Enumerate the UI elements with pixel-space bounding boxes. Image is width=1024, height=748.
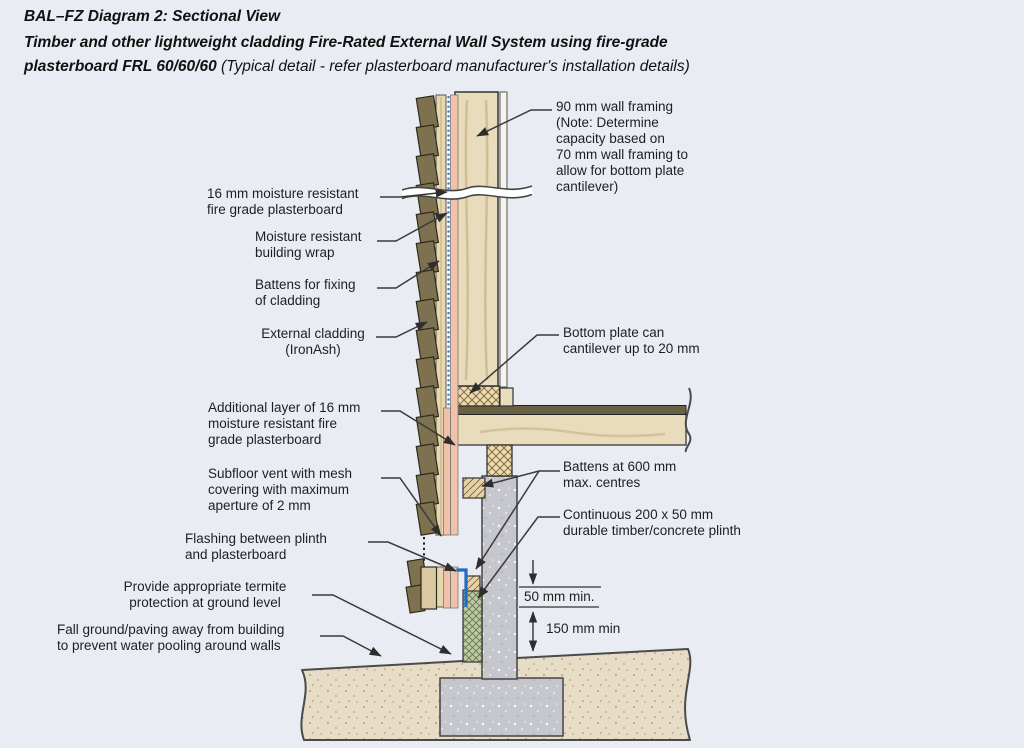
- concrete-stump-shape: [481, 475, 518, 680]
- plasterboard-shape: [443, 94, 459, 609]
- external-cladding-shape: [405, 95, 440, 614]
- page-subtitle-line1: Timber and other lightweight cladding Fi…: [24, 34, 668, 51]
- flashing-shape: [456, 568, 468, 607]
- leader-building-wrap: [377, 212, 448, 242]
- floor-trimmer-shape: [499, 387, 514, 407]
- leader-lines: [312, 109, 560, 657]
- flooring-shape: [455, 405, 687, 415]
- floor-joist-shape: [455, 413, 687, 446]
- label-additional-plasterboard: Additional layer of 16 mm moisture resis…: [208, 400, 361, 447]
- floor-bearer-shape: [486, 444, 513, 477]
- label-battens-fixing: Battens for fixing of cladding: [255, 277, 356, 308]
- batten-upper-shape: [462, 477, 486, 499]
- leader-termite-protection: [312, 594, 452, 655]
- leader-flashing: [368, 541, 457, 572]
- label-termite-protection: Provide appropriate termite protection a…: [123, 579, 287, 610]
- label-dim-50mm: 50 mm min.: [524, 589, 595, 604]
- leader-subfloor-vent: [381, 477, 442, 537]
- label-wall-framing: 90 mm wall framing (Note: Determine capa…: [556, 99, 689, 194]
- leader-additional-plasterboard: [381, 410, 456, 446]
- wall-break-line: [400, 185, 534, 200]
- label-building-wrap: Moisture resistant building wrap: [255, 229, 362, 260]
- internal-lining-shape: [499, 91, 508, 388]
- leader-wall-framing: [476, 109, 552, 137]
- floor-break-line: [684, 387, 692, 453]
- leader-battens-600-b: [475, 470, 540, 570]
- label-external-cladding: External cladding (IronAsh): [261, 326, 365, 357]
- label-plasterboard-16mm: 16 mm moisture resistant fire grade plas…: [207, 186, 359, 217]
- label-fall-ground: Fall ground/paving away from building to…: [57, 622, 285, 653]
- leader-bottom-plate: [469, 334, 559, 394]
- label-bottom-plate: Bottom plate can cantilever up to 20 mm: [563, 325, 700, 356]
- leader-plasterboard-16mm: [380, 188, 448, 198]
- leader-fall-ground: [320, 635, 382, 657]
- page-title: BAL–FZ Diagram 2: Sectional View: [24, 8, 281, 25]
- dimension-lines: [519, 560, 601, 652]
- label-subfloor-vent: Subfloor vent with mesh covering with ma…: [208, 466, 353, 513]
- concrete-footing-shape: [439, 677, 564, 737]
- leader-external-cladding: [376, 321, 428, 338]
- label-flashing: Flashing between plinth and plasterboard: [185, 531, 327, 562]
- leader-plinth: [477, 516, 560, 599]
- page-subtitle-line2: plasterboard FRL 60/60/60 (Typical detai…: [24, 58, 690, 75]
- bottom-plate-shape: [454, 385, 501, 407]
- label-dim-150mm: 150 mm min: [546, 621, 621, 636]
- label-plinth: Continuous 200 x 50 mm durable timber/co…: [563, 507, 741, 538]
- leader-battens-fixing: [377, 260, 440, 289]
- batten-lower-shape: [465, 575, 481, 592]
- wall-stud-shape: [454, 91, 499, 387]
- label-battens-600: Battens at 600 mm max. centres: [563, 459, 677, 490]
